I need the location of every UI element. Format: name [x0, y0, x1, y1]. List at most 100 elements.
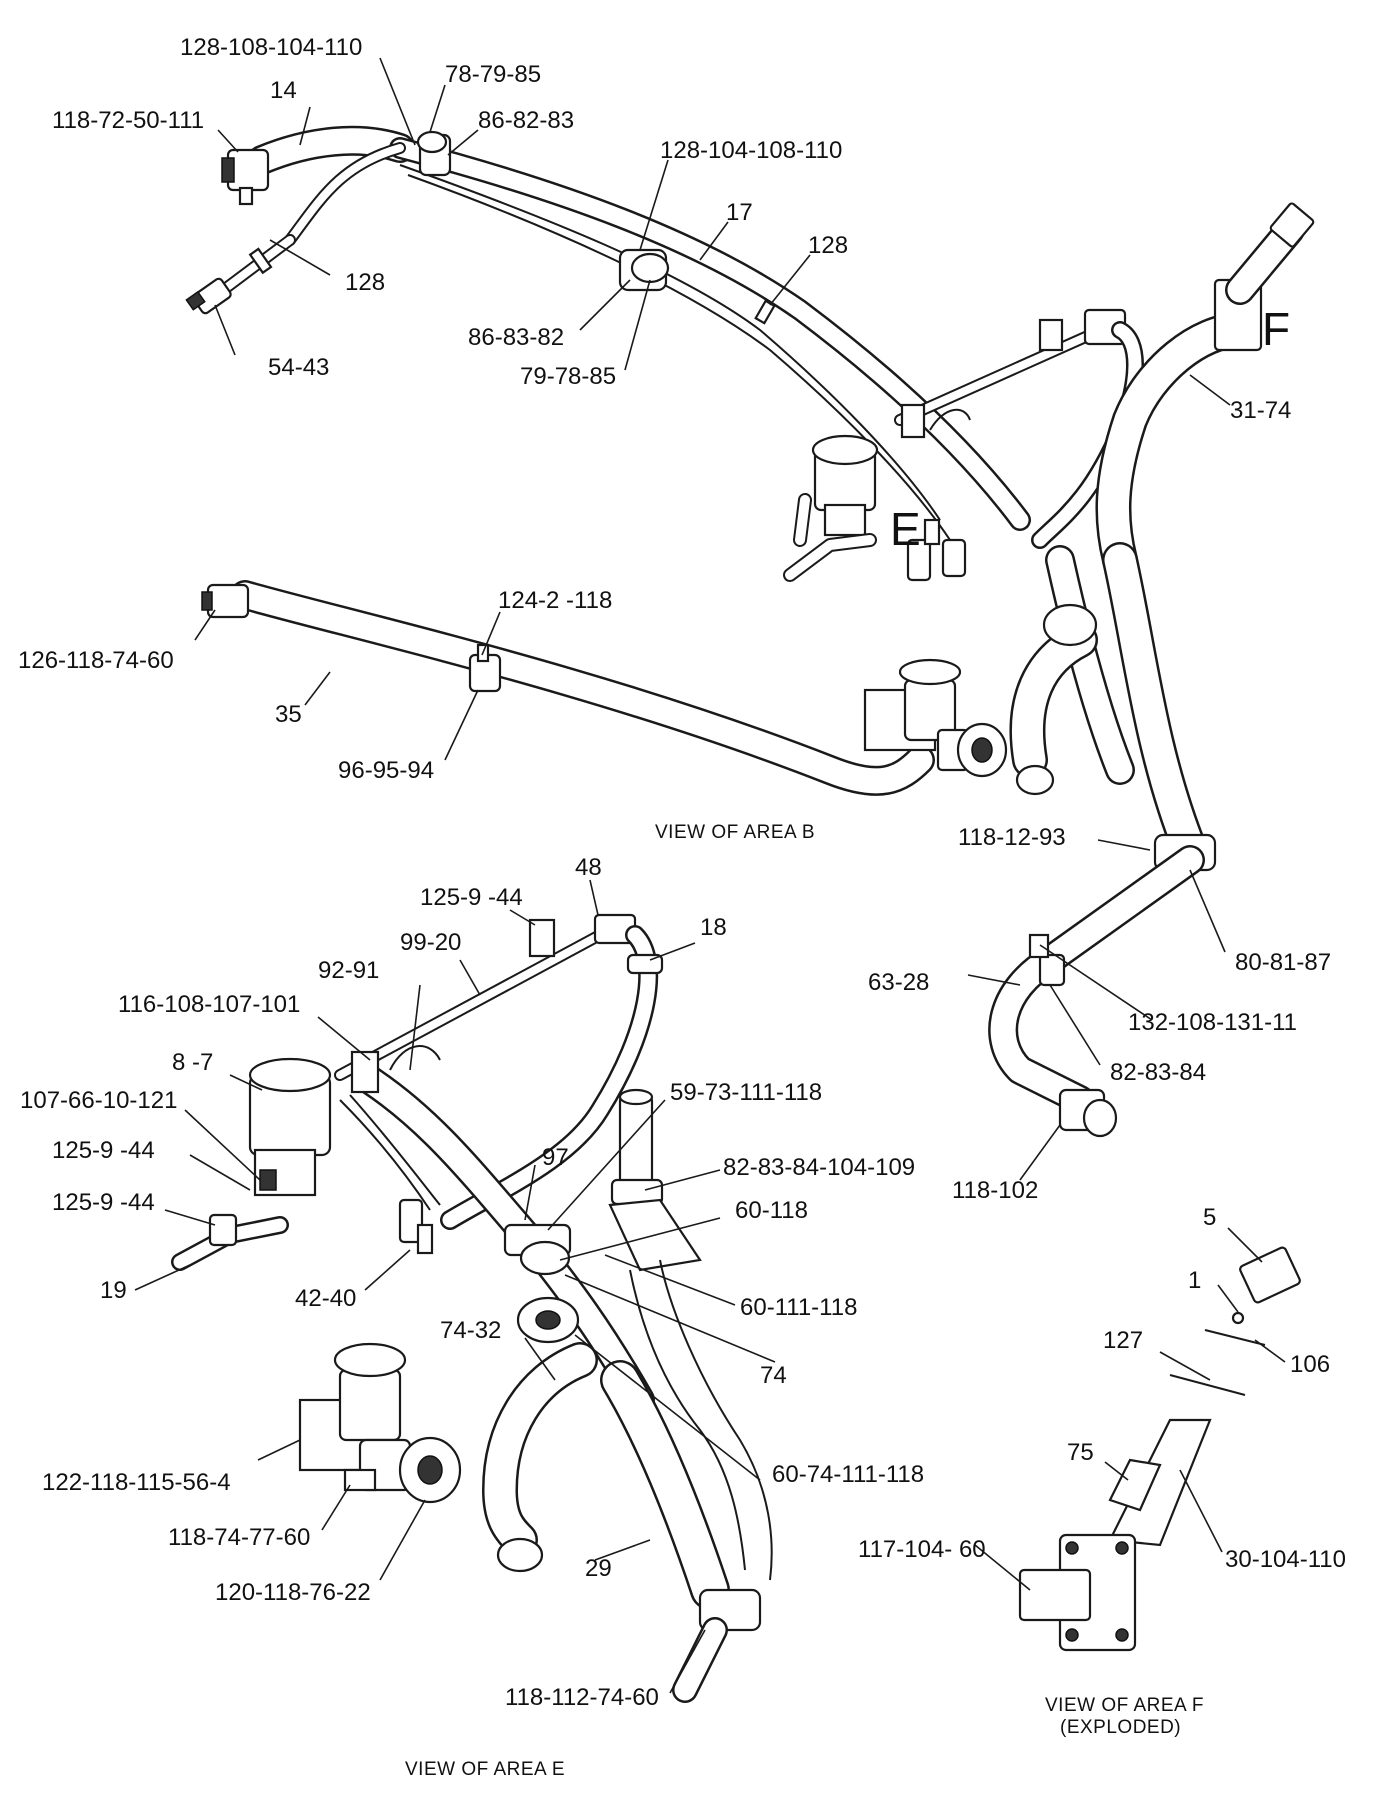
part-75 — [1108, 1458, 1162, 1512]
area-label-f: F — [1262, 303, 1290, 355]
callout: 118-12-93 — [958, 824, 1066, 851]
callout: 120-118-76-22 — [215, 1579, 371, 1606]
callout: 30-104-110 — [1225, 1546, 1346, 1573]
callout: 59-73-111-118 — [670, 1079, 822, 1106]
callout: 127 — [1103, 1327, 1143, 1354]
callout: 82-83-84 — [1110, 1059, 1206, 1086]
callout: 80-81-87 — [1235, 949, 1331, 976]
area-e-view: VIEW OF AREA E — [171, 913, 773, 1780]
callout: 79-78-85 — [520, 363, 616, 390]
flange-area-f — [1213, 202, 1315, 352]
callout: 92-91 — [318, 957, 379, 984]
callout: 86-83-82 — [468, 324, 564, 351]
tube-128 — [185, 234, 296, 315]
callout: 54-43 — [268, 354, 329, 381]
filter-cup-8-7 — [248, 1057, 332, 1197]
callout: 60-74-111-118 — [772, 1461, 924, 1488]
callout: 126-118-74-60 — [18, 647, 174, 674]
clamp-79-78-85 — [618, 248, 670, 292]
callout: 1 — [1188, 1267, 1201, 1294]
bracket-92-91-area-b — [900, 403, 971, 439]
caption-area-f-2: (EXPLODED) — [1060, 1717, 1181, 1738]
callout: 128 — [345, 269, 385, 296]
fitting-42-40 — [398, 1198, 434, 1255]
caption-area-f-1: VIEW OF AREA F — [1045, 1695, 1204, 1716]
hose-29-area-b — [1045, 542, 1208, 868]
fitting-42-40-area-b — [906, 518, 967, 582]
callout: 125-9 -44 — [420, 884, 523, 911]
area-label-e: E — [890, 503, 921, 555]
callout: 74-32 — [440, 1317, 501, 1344]
callout: 117-104- 60 — [858, 1536, 986, 1563]
callout: 48 — [575, 854, 602, 881]
callout: 128-104-108-110 — [660, 137, 842, 164]
callout: 35 — [275, 701, 302, 728]
callout: 29 — [585, 1555, 612, 1582]
callout: 75 — [1067, 1439, 1094, 1466]
hose-19 — [171, 1213, 289, 1271]
callout: 5 — [1203, 1204, 1216, 1231]
flange-117-104-60 — [1018, 1533, 1137, 1652]
callout-labels: 128-108-104-110 14 78-79-85 118-72-50-11… — [18, 34, 1346, 1711]
hose-14 — [247, 125, 415, 175]
callout: 118-74-77-60 — [168, 1524, 310, 1551]
callout: 99-20 — [400, 929, 461, 956]
part-5 — [1239, 1246, 1301, 1304]
callout: 60-111-118 — [740, 1294, 857, 1321]
callout: 128 — [808, 232, 848, 259]
band-128 — [754, 299, 776, 325]
callout: 125-9 -44 — [52, 1189, 155, 1216]
elbow-118-112-74-60 — [672, 1588, 762, 1703]
hose-31-74 — [1095, 312, 1258, 578]
callout: 17 — [726, 199, 753, 226]
callout: 125-9 -44 — [52, 1137, 155, 1164]
tube-99-20 — [334, 913, 637, 1081]
area-f-view: VIEW OF AREA F (EXPLODED) — [1018, 1246, 1301, 1738]
callout: 118-112-74-60 — [505, 1684, 659, 1711]
callout: 132-108-131-11 — [1128, 1009, 1297, 1036]
caption-area-e: VIEW OF AREA E — [405, 1759, 565, 1780]
callout: 124-2 -118 — [498, 587, 612, 614]
hose-74-32-area-b — [1009, 603, 1098, 796]
callout: 122-118-115-56-4 — [42, 1469, 231, 1496]
filter-cup-area-b — [783, 434, 879, 582]
clamp-59-73-111-118 — [503, 1223, 572, 1276]
callout: 116-108-107-101 — [118, 991, 300, 1018]
callout: 86-82-83 — [478, 107, 574, 134]
part-1 — [1231, 1311, 1245, 1325]
callout: 118-102 — [952, 1177, 1038, 1204]
callout: 118-72-50-111 — [52, 107, 204, 134]
callout: 42-40 — [295, 1285, 356, 1312]
hose-29 — [600, 1259, 773, 1610]
hose-35 — [201, 580, 935, 796]
valve-body-122-118-115-56-4 — [298, 1342, 462, 1504]
band-132-108-131-11 — [1028, 933, 1050, 959]
bracket-tube-upper-right — [894, 308, 1144, 549]
callout: 60-118 — [735, 1197, 808, 1224]
caption-area-b: VIEW OF AREA B — [655, 822, 815, 843]
callout: 31-74 — [1230, 397, 1291, 424]
callout: 82-83-84-104-109 — [723, 1154, 915, 1181]
callout: 96-95-94 — [338, 757, 434, 784]
part-127 — [1169, 1374, 1246, 1396]
part-106 — [1204, 1329, 1266, 1346]
callout: 97 — [542, 1144, 569, 1171]
clamp-78-79-85 — [416, 130, 452, 177]
callout: 74 — [760, 1362, 787, 1389]
hose-74-32 — [482, 1342, 598, 1573]
clamp-60-74-111-118 — [516, 1296, 580, 1344]
leader-lines — [134, 57, 1286, 1694]
fitting-118-72-50-111 — [221, 148, 270, 206]
callout: 63-28 — [868, 969, 929, 996]
area-b-view: E F VIEW OF AREA B — [185, 125, 1315, 1138]
main-tube-assembly — [284, 137, 1031, 541]
callout: 106 — [1290, 1351, 1330, 1378]
callout: 18 — [700, 914, 727, 941]
valve-body-area-b — [863, 658, 1008, 778]
callout: 8 -7 — [172, 1049, 213, 1076]
callout: 128-108-104-110 — [180, 34, 362, 61]
callout: 78-79-85 — [445, 61, 541, 88]
hose-63-28 — [988, 845, 1205, 1138]
callout: 107-66-10-121 — [20, 1087, 177, 1114]
